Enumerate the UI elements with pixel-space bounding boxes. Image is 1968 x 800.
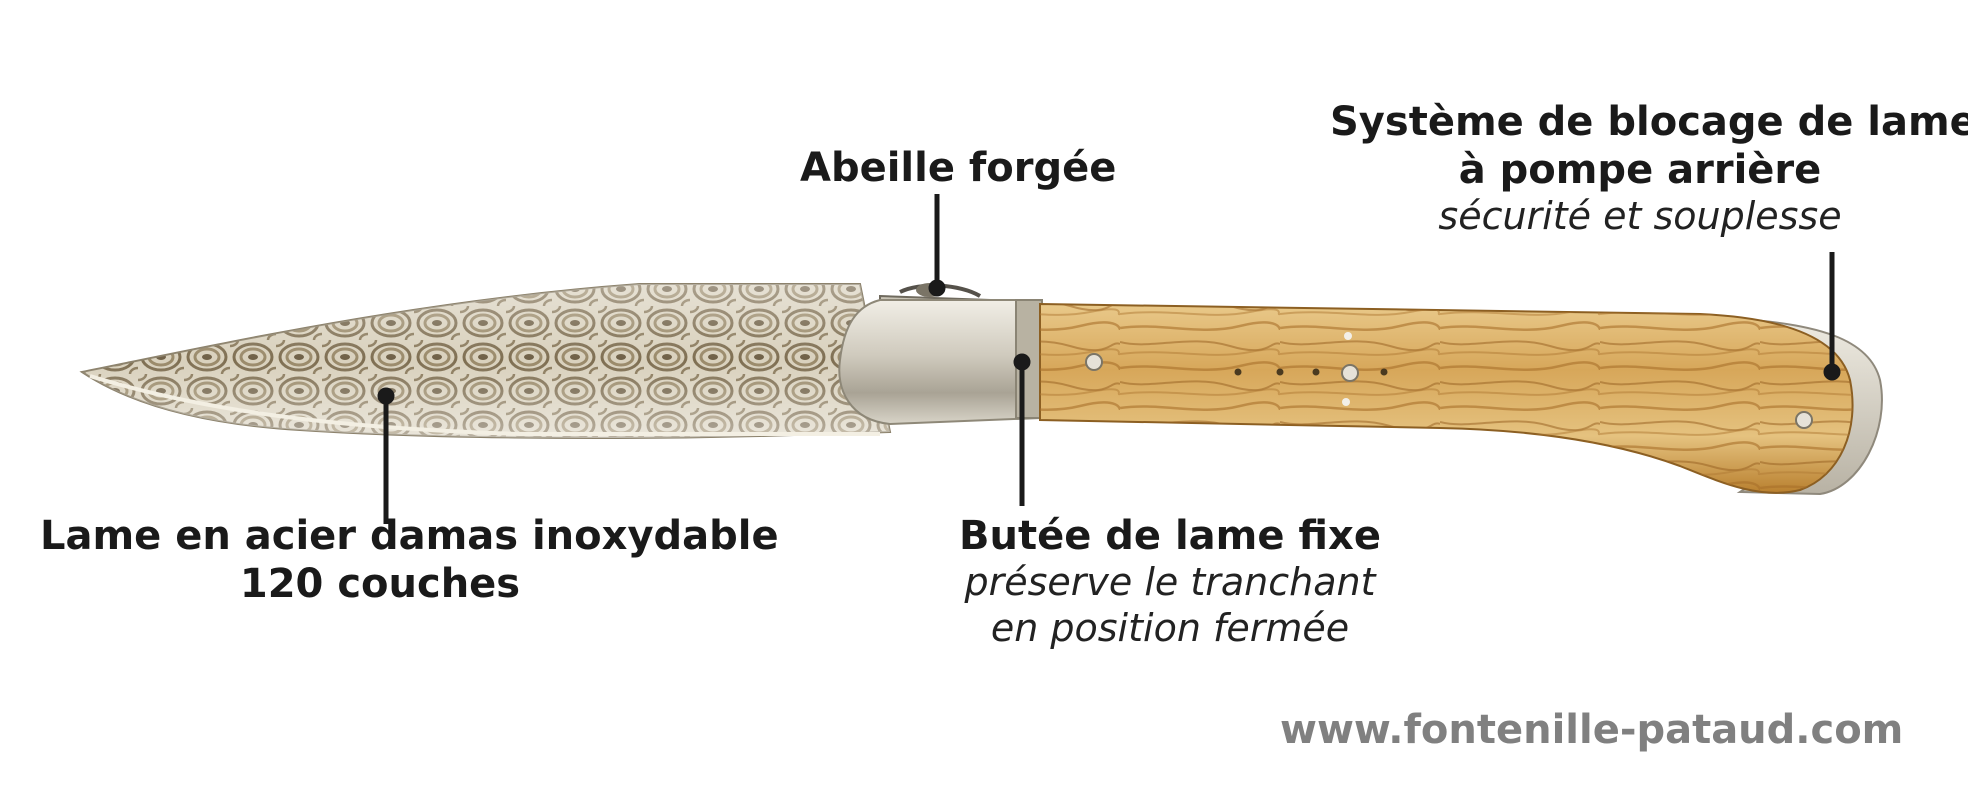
bee-title: Abeille forgée <box>800 145 1117 191</box>
blade-stop-subtitle-line2: en position fermée <box>990 605 1350 650</box>
blade-stop-subtitle-line1: préserve le tranchant <box>964 560 1376 604</box>
handle-rivets <box>1085 332 1813 429</box>
blade-stop-title: Butée de lame fixe <box>959 513 1381 559</box>
bee-annotation: Abeille forgée <box>800 144 1117 192</box>
locking-subtitle: sécurité et souplesse <box>1438 194 1842 238</box>
blade-annotation: Lame en acier damas inoxydable 120 couch… <box>40 512 779 608</box>
blade-title-line2: 120 couches <box>239 561 521 607</box>
blade-stop-annotation: Butée de lame fixe préserve le tranchant… <box>920 512 1420 651</box>
pointer-lines <box>377 194 1841 524</box>
bolster <box>838 299 1042 426</box>
locking-title-line2: à pompe arrière <box>1458 147 1822 193</box>
locking-title-line1: Système de blocage de lame <box>1330 99 1968 145</box>
locking-system-annotation: Système de blocage de lame à pompe arriè… <box>1330 98 1968 240</box>
blade-title-line1: Lame en acier damas inoxydable <box>40 513 779 559</box>
website-url: www.fontenille-pataud.com <box>1280 707 1904 753</box>
